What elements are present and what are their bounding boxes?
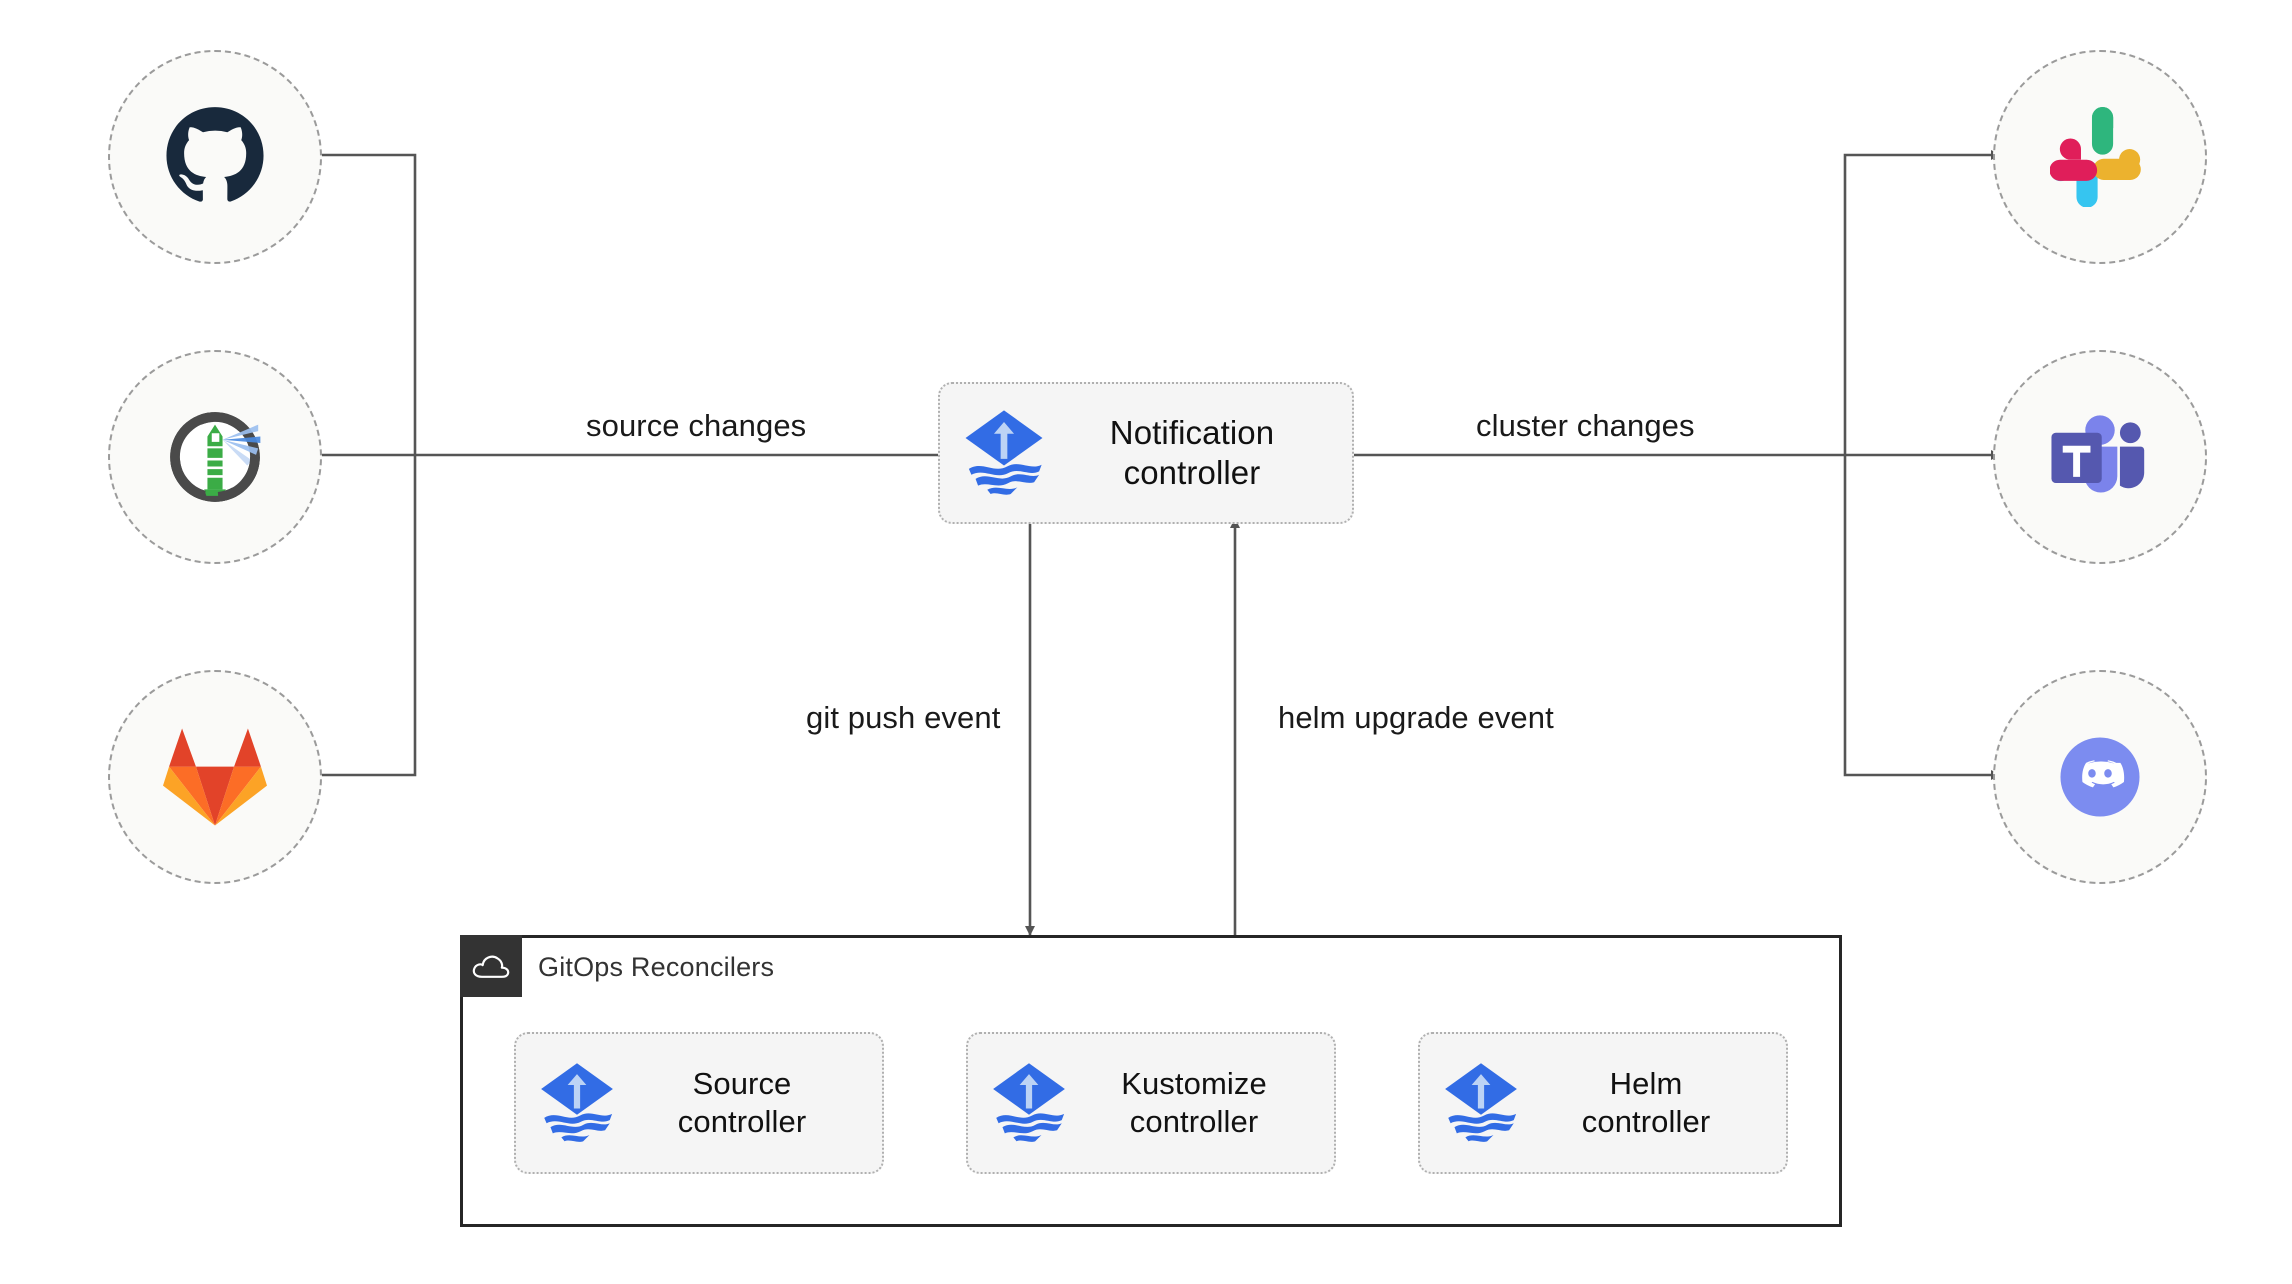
flux-logo-icon <box>965 410 1043 495</box>
source-node-github[interactable] <box>108 50 322 264</box>
notification-controller-label-line2: controller <box>1123 454 1261 491</box>
helm-controller-label-line1: Helm <box>1609 1066 1683 1102</box>
source-controller-card[interactable]: Source controller <box>514 1032 884 1174</box>
kustomize-controller-label-line2: controller <box>1129 1104 1259 1139</box>
target-node-teams[interactable] <box>1993 350 2207 564</box>
helm-controller-label: Helm controller <box>1520 1065 1786 1141</box>
cloud-icon <box>460 935 522 997</box>
target-node-slack[interactable] <box>1993 50 2207 264</box>
discord-logo-icon <box>2060 737 2140 817</box>
target-node-discord[interactable] <box>1993 670 2207 884</box>
notification-controller-label: Notification controller <box>1046 413 1352 494</box>
source-controller-label: Source controller <box>616 1065 882 1141</box>
flux-logo-icon <box>1445 1063 1517 1142</box>
edge-label-source-changes: source changes <box>578 408 815 444</box>
slack-logo-icon <box>2050 107 2141 207</box>
source-node-harbor[interactable] <box>108 350 322 564</box>
microsoft-teams-logo-icon <box>2051 415 2145 493</box>
kustomize-controller-label-line1: Kustomize <box>1121 1066 1267 1102</box>
flux-logo-icon <box>993 1063 1065 1142</box>
edge-label-helm-upgrade-event: helm upgrade event <box>1270 700 1562 736</box>
edge-label-git-push-event: git push event <box>798 700 1009 736</box>
edge-cluster-changes <box>1354 150 2001 780</box>
helm-controller-card[interactable]: Helm controller <box>1418 1032 1788 1174</box>
gitlab-logo-icon <box>163 728 267 826</box>
kustomize-controller-label: Kustomize controller <box>1068 1065 1334 1141</box>
kustomize-controller-card[interactable]: Kustomize controller <box>966 1032 1336 1174</box>
harbor-logo-icon <box>170 412 261 502</box>
github-logo-icon <box>166 107 264 202</box>
notification-controller-card[interactable]: Notification controller <box>938 382 1354 524</box>
edge-label-cluster-changes: cluster changes <box>1468 408 1703 444</box>
source-controller-label-line1: Source <box>692 1066 792 1102</box>
gitops-reconcilers-title: GitOps Reconcilers <box>538 952 775 982</box>
notification-controller-label-line1: Notification <box>1109 413 1275 451</box>
helm-controller-label-line2: controller <box>1581 1104 1711 1139</box>
flux-logo-icon <box>541 1063 613 1142</box>
source-node-gitlab[interactable] <box>108 670 322 884</box>
source-controller-label-line2: controller <box>677 1104 807 1139</box>
